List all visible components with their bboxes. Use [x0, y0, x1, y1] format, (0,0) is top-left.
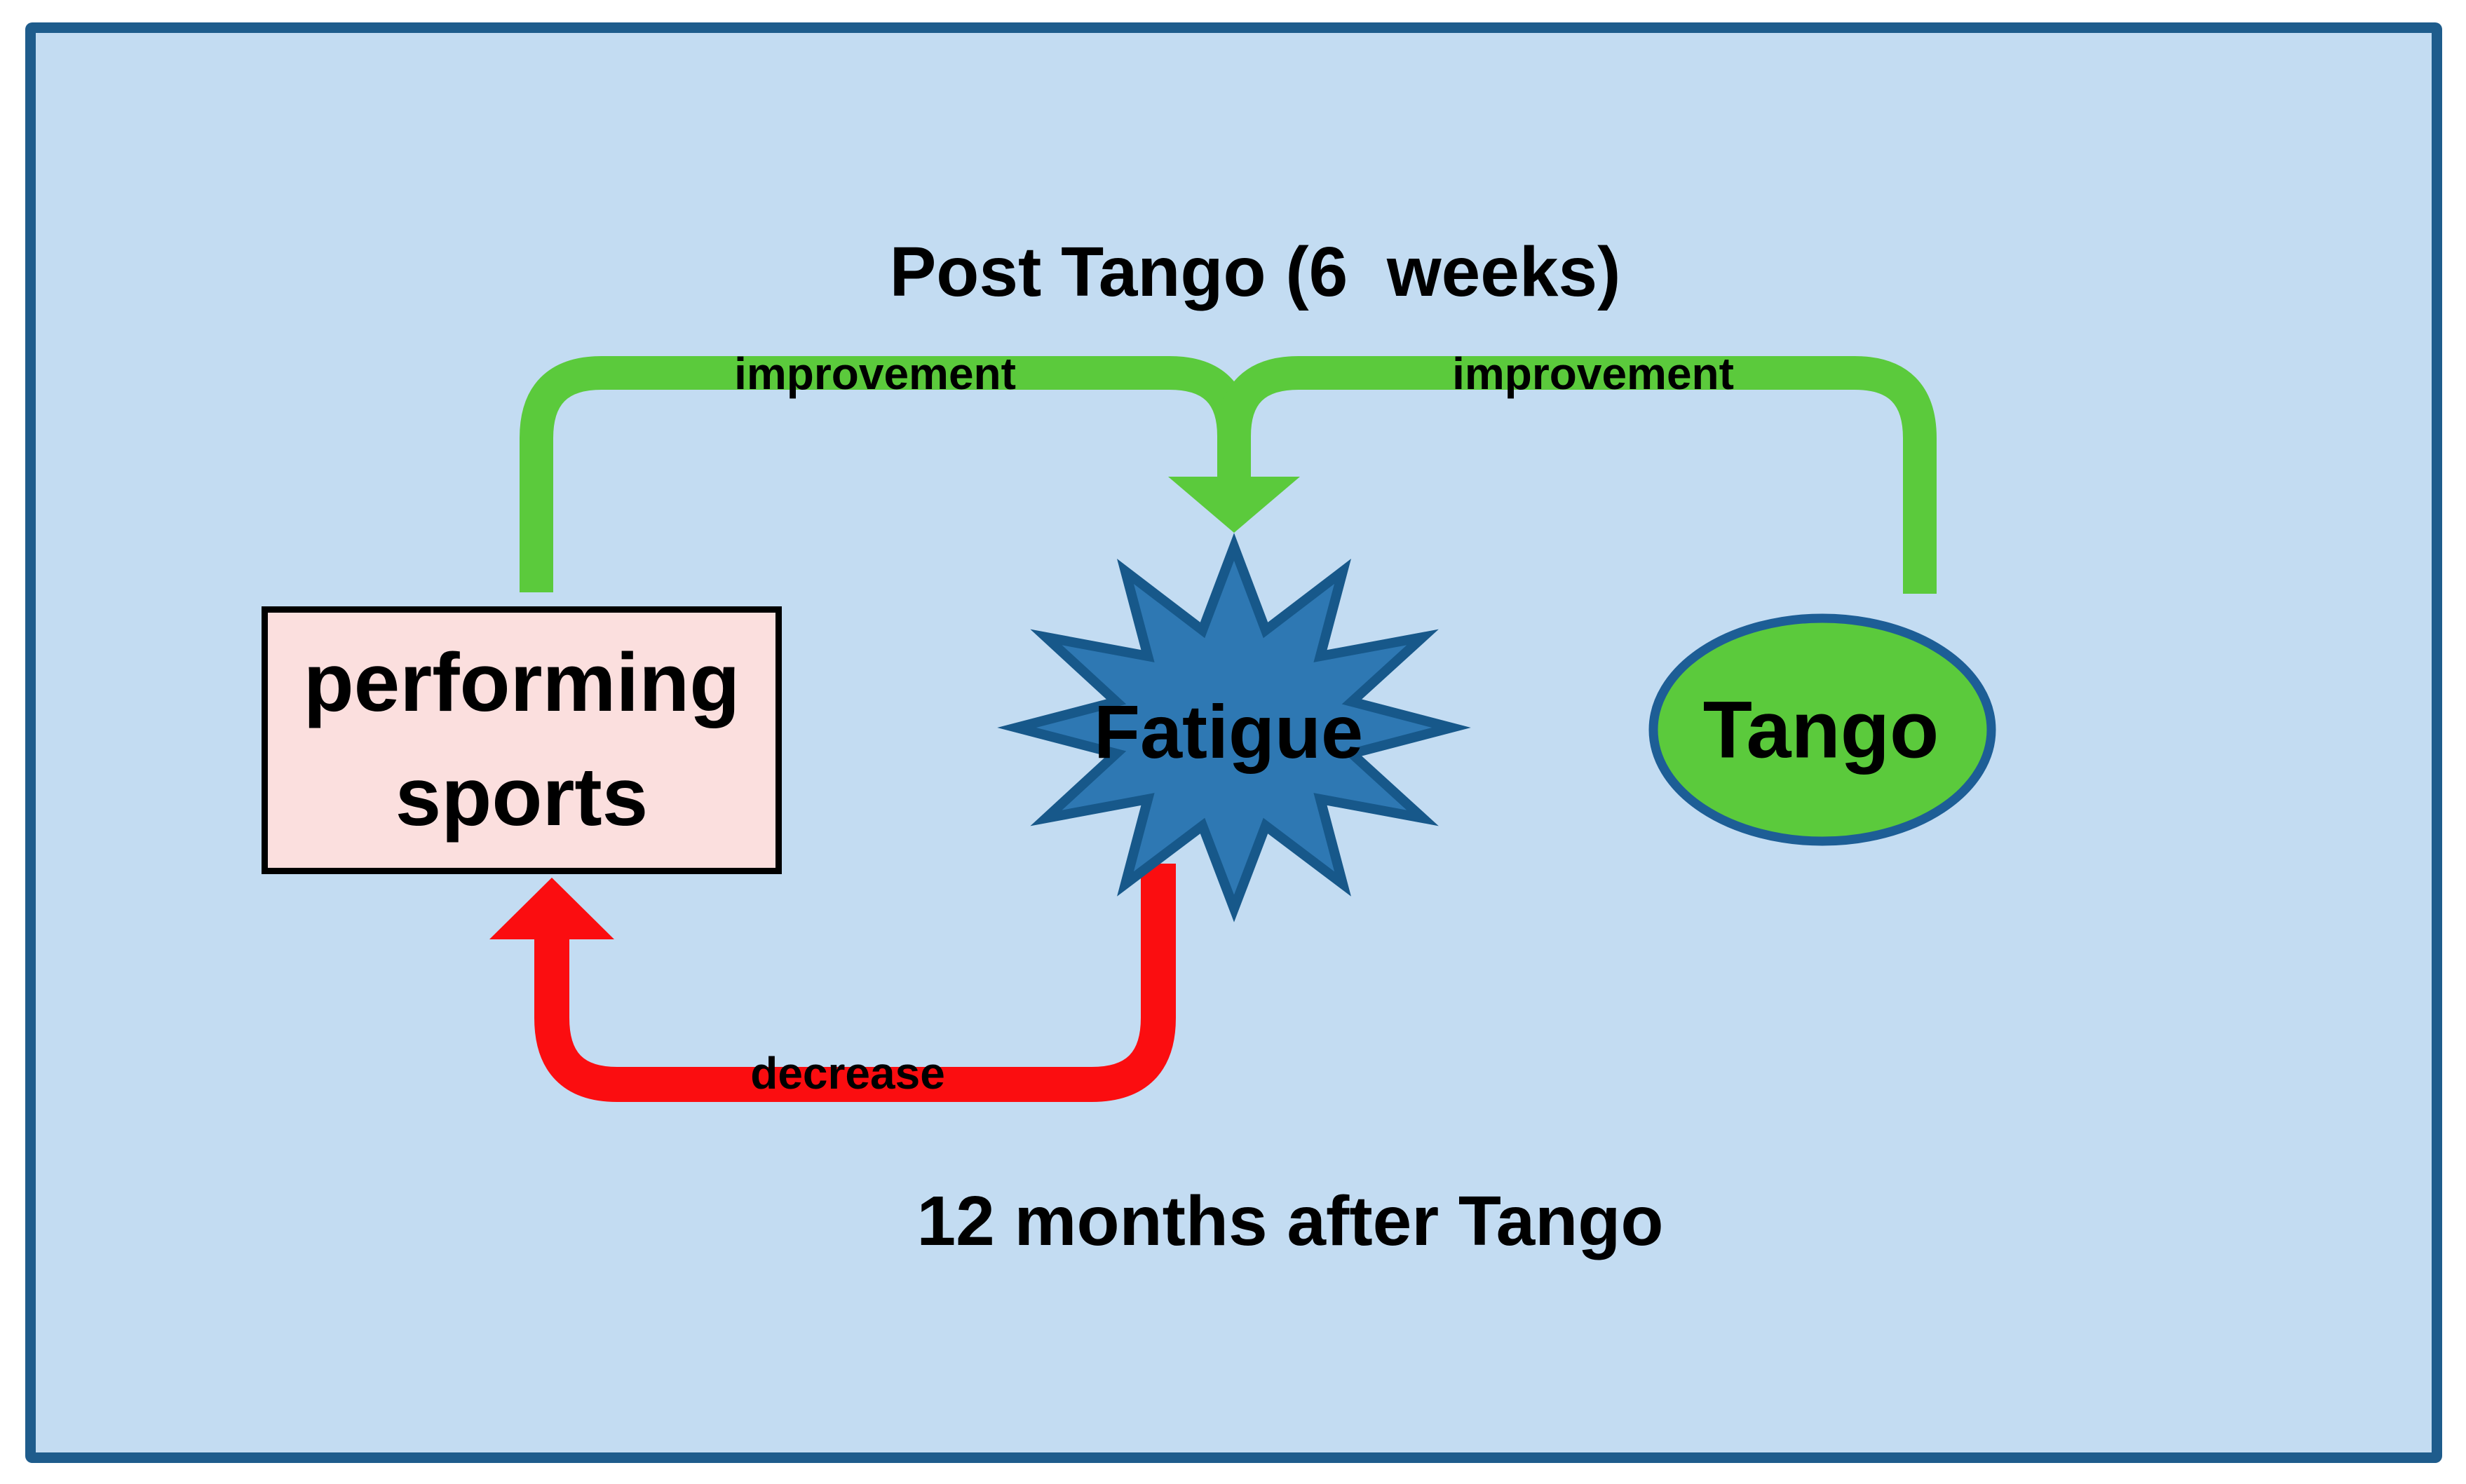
node-tango-ellipse [1648, 613, 1996, 846]
node-fatigue-star [997, 533, 1471, 923]
decrease-label: decrease [750, 1048, 945, 1098]
decrease-arrowhead-icon [489, 878, 614, 939]
improvement-arrow-left [520, 356, 1251, 592]
improvement-label-left: improvement [734, 348, 1016, 399]
performing-sports-label: performing sports [303, 637, 740, 843]
improvement-arrowhead-icon [1168, 477, 1300, 533]
node-performing-sports: performing sports [262, 606, 782, 874]
diagram-title: Post Tango (6 weeks) [889, 233, 1621, 311]
fatigue-label: Fatigue [1093, 689, 1364, 774]
improvement-label-right: improvement [1452, 348, 1734, 399]
tango-label: Tango [1702, 685, 1939, 775]
decrease-arrow [534, 864, 1176, 1102]
caption-12-months-after-tango: 12 months after Tango [916, 1182, 1664, 1260]
improvement-arrow-right [1217, 356, 1937, 594]
